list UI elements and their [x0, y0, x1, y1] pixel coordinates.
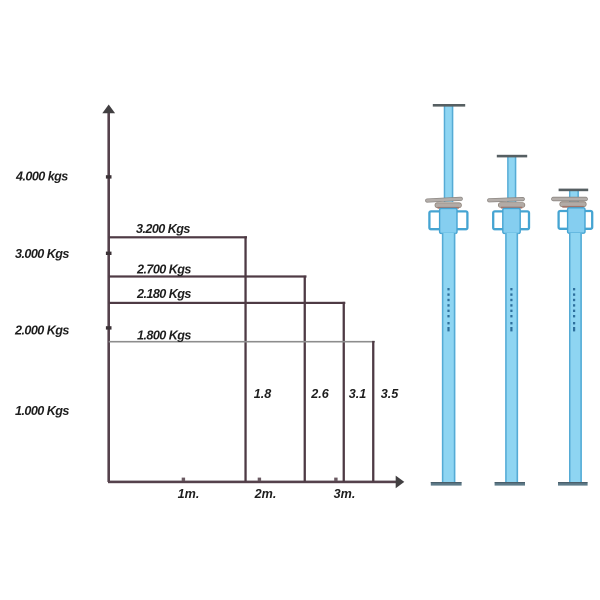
- svg-text:1.000 Kgs: 1.000 Kgs: [15, 404, 69, 418]
- svg-text:2.000 Kgs: 2.000 Kgs: [14, 323, 69, 337]
- svg-text:2.6: 2.6: [310, 387, 330, 401]
- svg-text:2m.: 2m.: [254, 487, 277, 501]
- svg-text:1.800 Kgs: 1.800 Kgs: [137, 328, 191, 342]
- svg-text:1m.: 1m.: [178, 487, 200, 501]
- svg-text:1.8: 1.8: [254, 387, 272, 401]
- svg-text:3.1: 3.1: [349, 387, 367, 401]
- svg-text:3.200 Kgs: 3.200 Kgs: [136, 222, 190, 236]
- svg-text:3.5: 3.5: [381, 387, 400, 401]
- svg-text:3m.: 3m.: [334, 487, 356, 501]
- svg-text:3.000 Kgs: 3.000 Kgs: [15, 247, 69, 261]
- svg-text:2.180 Kgs: 2.180 Kgs: [136, 287, 191, 301]
- svg-text:4.000 kgs: 4.000 kgs: [15, 169, 68, 183]
- svg-text:2.700 Kgs: 2.700 Kgs: [136, 263, 191, 277]
